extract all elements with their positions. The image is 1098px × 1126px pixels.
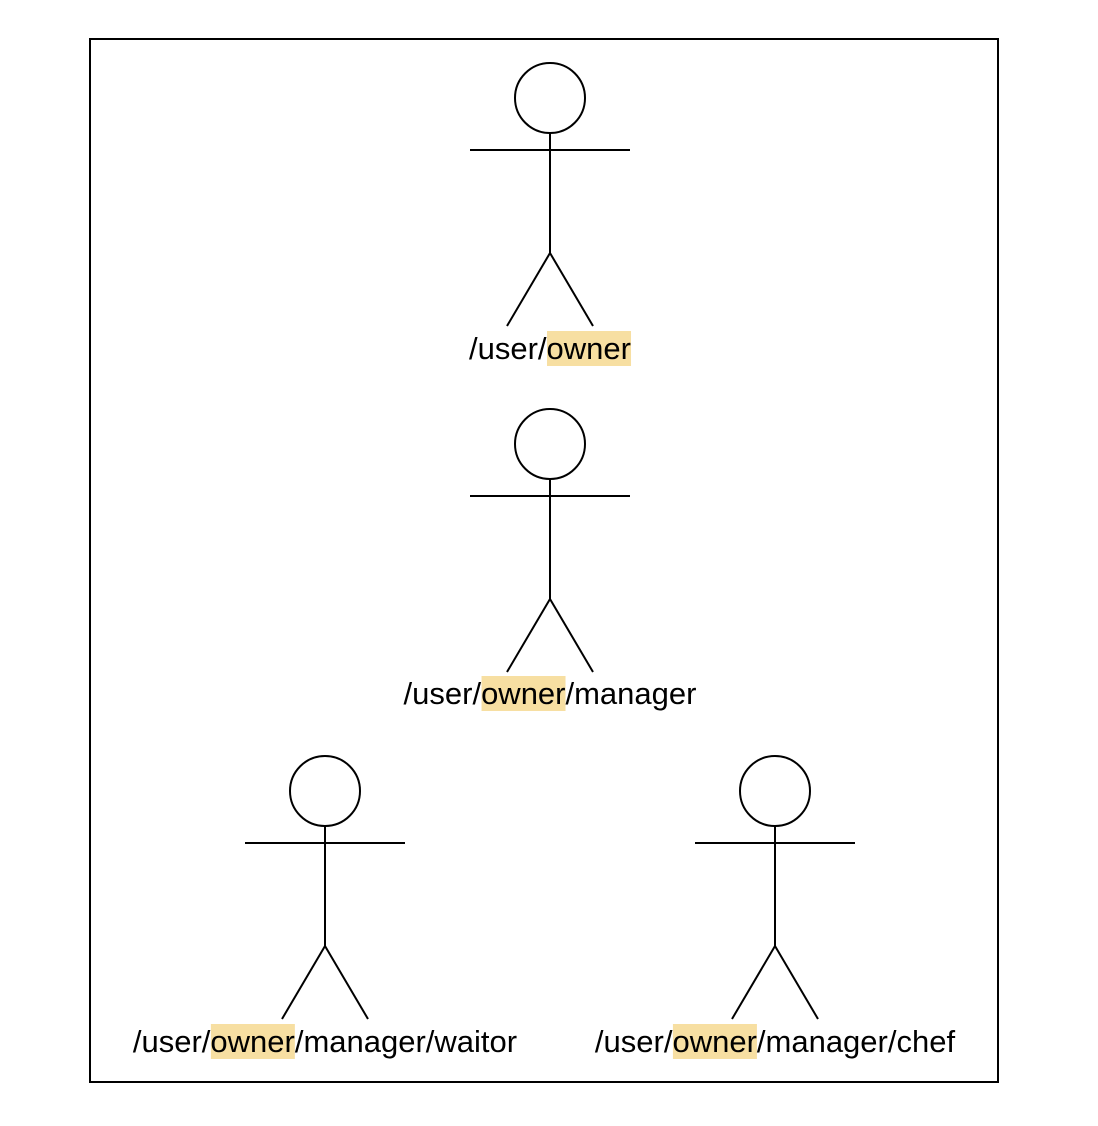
path-segment: /user/	[132, 1024, 211, 1059]
path-segment: /user/	[403, 676, 482, 711]
actor-label-owner: /user/owner	[469, 327, 631, 371]
highlighted-path-segment: owner	[546, 331, 631, 366]
stick-figure-waitor-icon	[245, 755, 405, 1020]
highlighted-path-segment: owner	[210, 1024, 295, 1059]
highlighted-path-segment: owner	[481, 676, 566, 711]
path-segment: /user/	[594, 1024, 673, 1059]
stick-figure-owner-icon	[470, 62, 630, 327]
path-segment: /user/	[469, 331, 547, 366]
highlighted-path-segment: owner	[672, 1024, 757, 1059]
stick-figure-chef-icon	[695, 755, 855, 1020]
actor-label-waitor: /user/owner/manager/waitor	[133, 1020, 517, 1064]
actor-label-chef: /user/owner/manager/chef	[595, 1020, 955, 1064]
diagram-frame	[89, 38, 999, 1083]
stick-figure-manager-icon	[470, 408, 630, 673]
path-segment: /manager	[565, 676, 697, 711]
path-segment: /manager/chef	[756, 1024, 956, 1059]
actor-label-manager: /user/owner/manager	[403, 672, 697, 716]
path-segment: /manager/waitor	[294, 1024, 518, 1059]
